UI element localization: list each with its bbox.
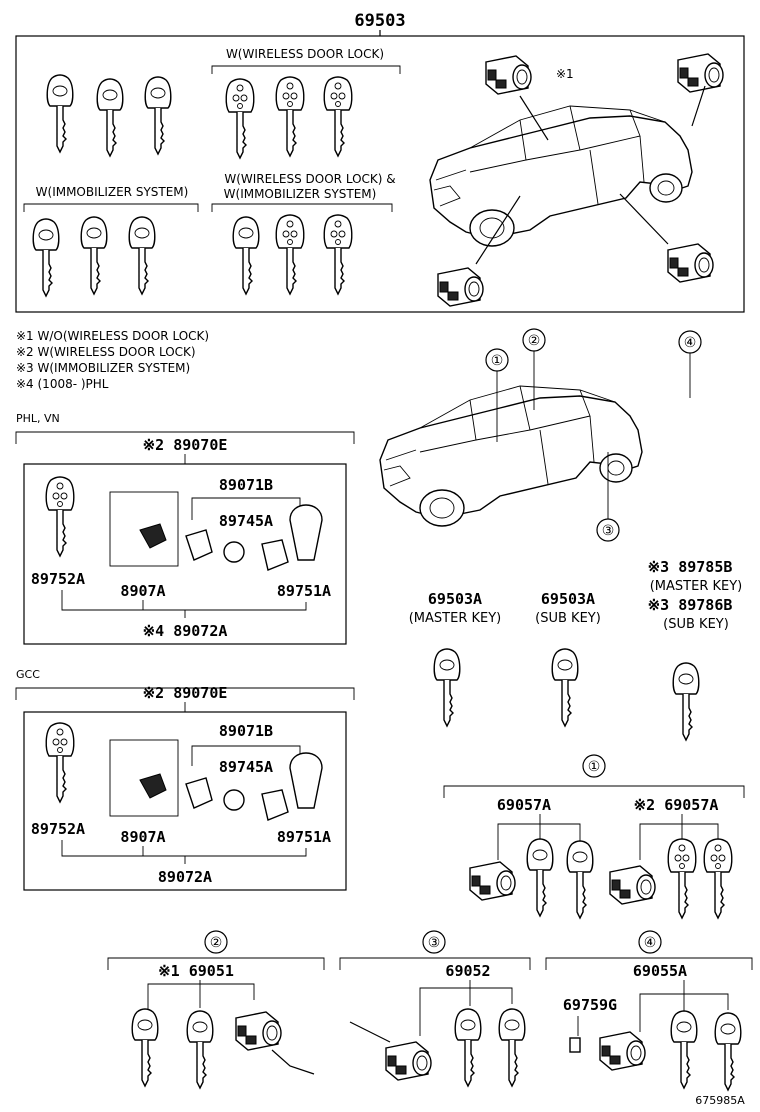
master-key-icon xyxy=(433,648,461,727)
key-icon xyxy=(526,838,554,917)
group3-part: 69052 xyxy=(445,962,490,980)
phl-part-89072a: ※4 89072A xyxy=(143,622,228,640)
clip-icon xyxy=(569,1037,581,1053)
master-key-part: 69503A xyxy=(428,590,482,608)
gcc-assy-part: ※2 89070E xyxy=(143,684,228,702)
ignition-cylinder-icon xyxy=(599,1031,646,1071)
key-icon xyxy=(454,1008,482,1087)
phl-part-8907a: 8907A xyxy=(120,582,165,600)
remote-key-icon xyxy=(45,476,75,557)
remote-key-icon xyxy=(275,76,305,157)
gcc-part-89745a: 89745A xyxy=(219,758,273,776)
gcc-part-89751a: 89751A xyxy=(277,828,331,846)
imm-master-key-part: ※3 89785B xyxy=(648,558,733,576)
group2-part: ※1 69051 xyxy=(158,962,234,980)
battery-icon xyxy=(223,541,245,563)
imm-sub-key-label: (SUB KEY) xyxy=(663,617,729,632)
trunk-lock-cylinder-icon xyxy=(677,53,724,93)
gcc-part-89072a: 89072A xyxy=(158,868,212,886)
key-icon xyxy=(186,1010,214,1089)
car-callout-illustration xyxy=(379,385,643,527)
phl-part-89752a: 89752A xyxy=(31,570,85,588)
callout-4: ④ xyxy=(684,335,697,351)
immobilizer-key-icon xyxy=(232,216,260,295)
note-2: ※2 W(WIRELESS DOOR LOCK) xyxy=(16,345,196,359)
immobilizer-key-icon xyxy=(672,662,700,741)
door-lock-cylinder-icon xyxy=(469,861,516,901)
gcc-kit-box xyxy=(23,711,347,891)
remote-key-icon xyxy=(225,78,255,159)
key-icon xyxy=(144,76,172,155)
group2-callout: ② xyxy=(210,935,223,951)
key-insert-box xyxy=(109,491,179,567)
remote-key-icon xyxy=(275,214,305,295)
label-wireless: W(WIRELESS DOOR LOCK) xyxy=(226,47,384,61)
callout-1: ① xyxy=(491,353,504,369)
door-lock-cylinder-icon xyxy=(609,865,656,905)
note-4: ※4 (1008- )PHL xyxy=(16,377,109,391)
immobilizer-key-icon xyxy=(32,218,60,297)
sub-key-label: (SUB KEY) xyxy=(535,611,601,626)
callout-3: ③ xyxy=(602,523,615,539)
door-lock-cylinder-icon xyxy=(667,243,714,283)
group1-callout: ① xyxy=(588,759,601,775)
remote-key-icon xyxy=(703,838,733,919)
group1-part-a: 69057A xyxy=(497,796,551,814)
group4-sub-part: 69759G xyxy=(563,996,617,1014)
label-both-line1: W(WIRELESS DOOR LOCK) & xyxy=(224,172,395,186)
group4-callout: ④ xyxy=(644,935,657,951)
key-icon xyxy=(46,74,74,153)
door-lock-cylinder-icon xyxy=(485,55,532,95)
top-kit-box xyxy=(15,35,745,313)
trunk-lock-cylinder-icon xyxy=(385,1041,432,1081)
phl-part-89751a: 89751A xyxy=(277,582,331,600)
remote-key-icon xyxy=(323,214,353,295)
note1-marker: ※1 xyxy=(556,67,574,81)
key-icon xyxy=(714,1012,742,1091)
key-insert-box xyxy=(109,739,179,817)
key-icon xyxy=(96,78,124,157)
remote-key-icon xyxy=(667,838,697,919)
imm-sub-key-part: ※3 89786B xyxy=(648,596,733,614)
callout-2: ② xyxy=(528,333,541,349)
remote-key-icon xyxy=(323,76,353,157)
region-gcc: GCC xyxy=(16,668,40,681)
phl-assy-part: ※2 89070E xyxy=(143,436,228,454)
note-1: ※1 W/O(WIRELESS DOOR LOCK) xyxy=(16,329,209,343)
immobilizer-key-icon xyxy=(80,216,108,295)
note-3: ※3 W(IMMOBILIZER SYSTEM) xyxy=(16,361,190,375)
sub-key-part: 69503A xyxy=(541,590,595,608)
label-both-line2: W(IMMOBILIZER SYSTEM) xyxy=(224,187,377,201)
car-illustration xyxy=(429,105,693,247)
phl-part-89745a: 89745A xyxy=(219,512,273,530)
key-icon xyxy=(498,1008,526,1087)
group4-part: 69055A xyxy=(633,962,687,980)
ignition-cylinder-icon xyxy=(437,267,484,307)
region-phl: PHL, VN xyxy=(16,412,60,425)
remote-key-icon xyxy=(45,722,75,803)
remote-case-icon xyxy=(289,752,323,809)
label-immobilizer: W(IMMOBILIZER SYSTEM) xyxy=(36,185,189,199)
gcc-part-8907a: 8907A xyxy=(120,828,165,846)
group1-part-b: ※2 69057A xyxy=(634,796,719,814)
master-key-label: (MASTER KEY) xyxy=(409,611,502,626)
immobilizer-key-icon xyxy=(128,216,156,295)
reference-number: 675985A xyxy=(695,1094,745,1107)
door-lock-cylinder-icon xyxy=(235,1011,282,1051)
group3-callout: ③ xyxy=(428,935,441,951)
key-icon xyxy=(670,1010,698,1089)
battery-icon xyxy=(223,789,245,811)
imm-master-key-label: (MASTER KEY) xyxy=(650,579,743,594)
assembly-part-number: 69503 xyxy=(354,11,405,31)
sub-key-icon xyxy=(551,648,579,727)
gcc-part-89752a: 89752A xyxy=(31,820,85,838)
remote-case-icon xyxy=(289,504,323,561)
key-icon xyxy=(131,1008,159,1087)
phl-kit-box xyxy=(23,463,347,645)
phl-part-89071b: 89071B xyxy=(219,476,273,494)
gcc-part-89071b: 89071B xyxy=(219,722,273,740)
key-icon xyxy=(566,840,594,919)
